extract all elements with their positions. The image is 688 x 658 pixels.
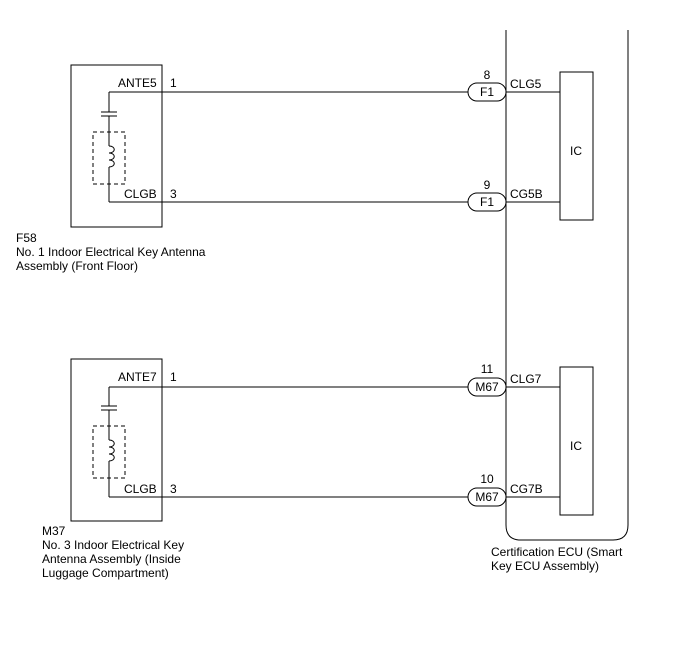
- ecu-terminal-c1: CLG5: [510, 77, 542, 91]
- antenna-luggage-assembly: ANTE7 CLGB 1 3 M37 No. 3 Indoor Electric…: [42, 358, 184, 580]
- antenna-front-coil-symbol: [92, 91, 162, 203]
- wires: [162, 91, 560, 498]
- ic-block-top: [559, 71, 594, 221]
- ecu-name-line1: Certification ECU (Smart: [491, 545, 623, 559]
- connector-c2-pin: 9: [484, 178, 491, 192]
- antenna-front-code: F58: [16, 231, 37, 245]
- antenna-luggage-box: [70, 358, 163, 522]
- antenna-luggage-name-line1: No. 3 Indoor Electrical Key: [42, 538, 184, 552]
- ecu-terminal-c3: CLG7: [510, 372, 542, 386]
- antenna-front-pin-bottom: 3: [170, 187, 177, 201]
- connector-c1: F1 8 CLG5: [467, 68, 542, 102]
- connector-c4-label: M67: [475, 490, 499, 504]
- antenna-luggage-terminal-top: ANTE7: [118, 370, 157, 384]
- antenna-luggage-pin-bottom: 3: [170, 482, 177, 496]
- connector-c3-label: M67: [475, 380, 499, 394]
- connector-c3: M67 11 CLG7: [467, 362, 542, 397]
- connector-c1-pin: 8: [484, 68, 491, 82]
- connector-c4: M67 10 CG7B: [467, 472, 543, 507]
- antenna-luggage-terminal-bottom: CLGB: [124, 482, 157, 496]
- connector-c4-pin: 10: [480, 472, 494, 486]
- ecu-name-line2: Key ECU Assembly): [491, 559, 599, 573]
- antenna-front-terminal-top: ANTE5: [118, 76, 157, 90]
- ic-block-bottom: [559, 366, 594, 516]
- antenna-front-name-line2: Assembly (Front Floor): [16, 259, 138, 273]
- antenna-luggage-code: M37: [42, 524, 66, 538]
- ecu-outline: [505, 30, 629, 541]
- antenna-luggage-coil-symbol: [92, 386, 162, 498]
- ic-block-top-label: IC: [570, 144, 582, 158]
- antenna-luggage-name-line2: Antenna Assembly (Inside: [42, 552, 181, 566]
- connector-c2: F1 9 CG5B: [467, 178, 543, 212]
- ecu-terminal-c4: CG7B: [510, 482, 543, 496]
- antenna-front-name-line1: No. 1 Indoor Electrical Key Antenna: [16, 245, 206, 259]
- connector-c3-pin: 11: [481, 362, 494, 376]
- ecu-assembly: IC IC Certification ECU (Smart Key ECU A…: [491, 30, 629, 573]
- connector-c1-label: F1: [480, 85, 494, 99]
- antenna-luggage-name-line3: Luggage Compartment): [42, 566, 169, 580]
- connector-c2-label: F1: [480, 195, 494, 209]
- antenna-luggage-pin-top: 1: [170, 370, 177, 384]
- antenna-front-box: [70, 64, 163, 228]
- ecu-terminal-c2: CG5B: [510, 187, 543, 201]
- antenna-front-pin-top: 1: [170, 76, 177, 90]
- antenna-front-terminal-bottom: CLGB: [124, 187, 157, 201]
- antenna-front-assembly: ANTE5 CLGB 1 3 F58 No. 1 Indoor Electric…: [16, 64, 206, 273]
- ic-block-bottom-label: IC: [570, 439, 582, 453]
